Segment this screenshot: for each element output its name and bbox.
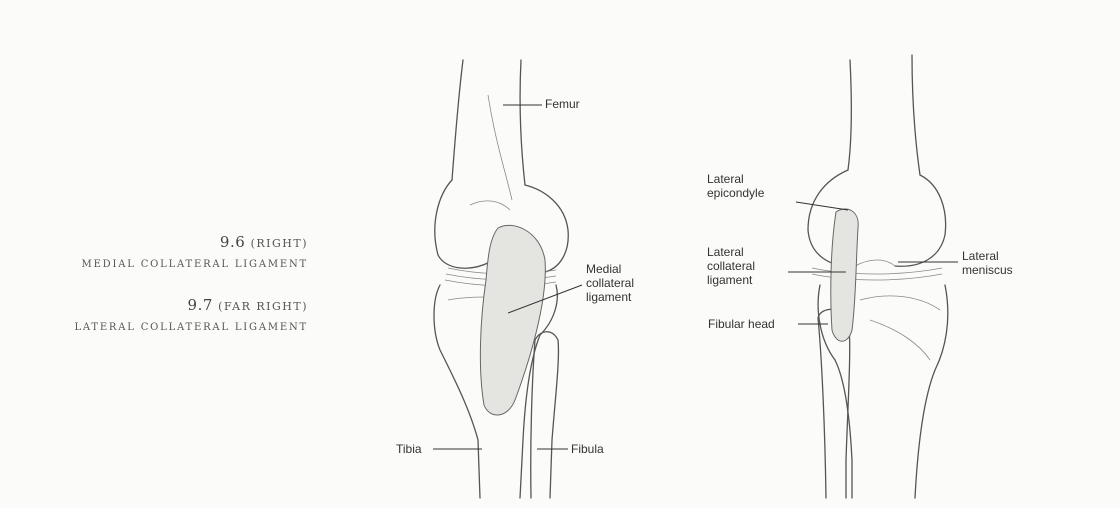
femur-condyles-lateral [808,170,946,266]
label-epicondyle-line2: epicondyle [707,186,764,200]
label-lcl-line1: Lateral [707,245,755,259]
label-lateral-meniscus: Lateral meniscus [962,249,1013,277]
femur-shaft-lateral [848,55,920,175]
label-lateral-collateral-ligament: Lateral collateral ligament [707,245,755,287]
label-lcl-line2: collateral [707,259,755,273]
fibula [531,332,559,498]
label-meniscus-line1: Lateral [962,249,1013,263]
medial-knee-drawing [433,60,582,498]
label-epicondyle-line1: Lateral [707,172,764,186]
label-femur: Femur [545,97,580,111]
label-lateral-epicondyle: Lateral epicondyle [707,172,764,200]
label-mcl-line3: ligament [586,290,634,304]
label-lcl-line3: ligament [707,273,755,287]
label-fibular-head: Fibular head [708,317,775,331]
label-medial-collateral-ligament: Medial collateral ligament [586,262,634,304]
lateral-knee-drawing [788,55,958,498]
femur-shaft [452,60,525,185]
medial-collateral-ligament [480,225,545,415]
label-mcl-line2: collateral [586,276,634,290]
label-mcl-line1: Medial [586,262,634,276]
lateral-collateral-ligament [831,209,858,341]
label-fibula: Fibula [571,442,604,456]
label-tibia: Tibia [396,442,422,456]
label-meniscus-line2: meniscus [962,263,1013,277]
